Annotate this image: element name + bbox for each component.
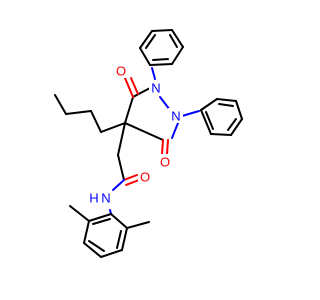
butyl-chain xyxy=(54,94,126,133)
svg-text:N: N xyxy=(151,81,160,96)
svg-text:H: H xyxy=(89,191,98,206)
atom-o-amide: O xyxy=(138,170,153,185)
pyrazolidinedione-ring xyxy=(124,67,200,141)
svg-text:O: O xyxy=(140,170,150,185)
atom-nh: H N xyxy=(86,190,112,206)
carbonyl-bottom xyxy=(161,139,169,155)
amide-linker xyxy=(109,122,140,215)
atom-n1: N xyxy=(149,80,164,96)
dimethylphenyl-ring xyxy=(69,205,150,258)
svg-text:N: N xyxy=(171,109,180,124)
phenyl-ring-top xyxy=(139,29,184,66)
phenyl-ring-right xyxy=(200,98,243,136)
atom-o-bottom: O xyxy=(157,154,172,170)
molecule-structure: O N N O O H N xyxy=(54,29,243,258)
atom-n2: N xyxy=(168,108,183,124)
svg-text:O: O xyxy=(160,155,170,170)
svg-text:N: N xyxy=(101,191,110,206)
svg-text:O: O xyxy=(116,64,126,79)
atom-o-top: O xyxy=(113,63,128,79)
carbonyl-top xyxy=(124,77,139,98)
